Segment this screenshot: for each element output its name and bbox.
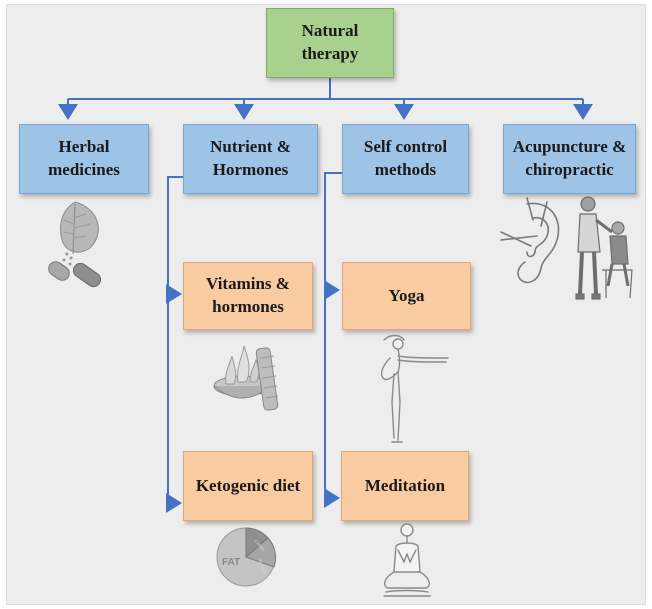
yoga-figure-icon (370, 332, 460, 452)
subitem-yoga: Yoga (342, 262, 471, 330)
meditation-figure-icon (376, 520, 438, 606)
ear-needles-icon (497, 196, 569, 292)
category-self-control-methods: Self control methods (342, 124, 469, 194)
vitamin-bowl-icon (208, 334, 293, 414)
capsule-icon (46, 253, 103, 290)
root-node: Natural therapy (266, 8, 394, 78)
self-control-branch-line (325, 173, 342, 498)
subitem-vitamins-hormones: Vitamins & hormones (183, 262, 313, 330)
category-herbal-medicines: Herbal medicines (19, 124, 149, 194)
subitem-ketogenic-diet: Ketogenic diet (183, 451, 313, 521)
leaf-icon (61, 202, 99, 254)
chiropractor-icon (572, 194, 636, 310)
pie-chart-icon: FAT CARBS PROTEIN (214, 525, 278, 589)
herbal-illustration (40, 196, 120, 296)
nutrient-branch-line (168, 177, 183, 503)
pie-label-fat: FAT (222, 557, 240, 568)
subitem-meditation: Meditation (341, 451, 469, 521)
category-acupuncture-chiropractic: Acupuncture & chiropractic (503, 124, 636, 194)
category-nutrient-hormones: Nutrient & Hormones (183, 124, 318, 194)
